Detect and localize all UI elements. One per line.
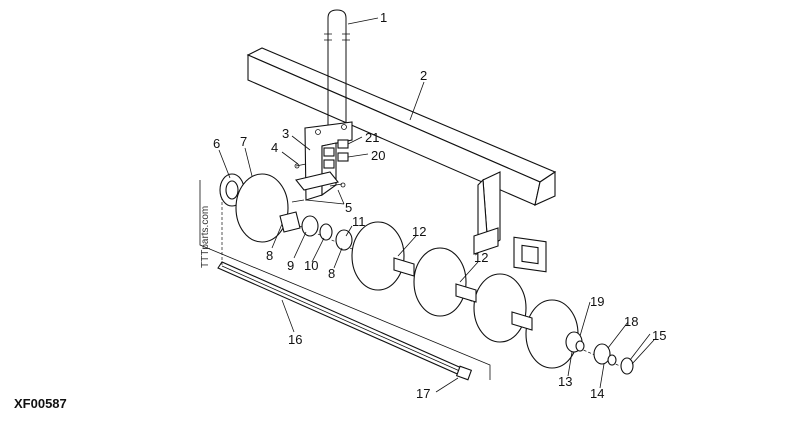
figure-code: XF00587 (14, 396, 67, 411)
end-cap (455, 365, 473, 381)
callout-13: 13 (558, 374, 572, 389)
callout-4: 4 (271, 140, 278, 155)
callout-8b: 8 (328, 266, 335, 281)
callout-17: 17 (416, 386, 430, 401)
callout-12b: 12 (474, 250, 488, 265)
disc-blades (235, 173, 579, 369)
callout-12a: 12 (412, 224, 426, 239)
callout-10: 10 (304, 258, 318, 273)
callout-19: 19 (590, 294, 604, 309)
callout-2: 2 (420, 68, 427, 83)
callout-9: 9 (287, 258, 294, 273)
callout-5: 5 (345, 200, 352, 215)
callout-11: 11 (352, 214, 366, 229)
callout-3: 3 (282, 126, 289, 141)
callout-6: 6 (213, 136, 220, 151)
end-washers (565, 331, 655, 375)
callout-18: 18 (624, 314, 638, 329)
callout-20: 20 (371, 148, 385, 163)
callout-14: 14 (590, 386, 604, 401)
callout-15: 15 (652, 328, 666, 343)
frame-bar (246, 47, 557, 273)
callout-8: 8 (266, 248, 273, 263)
u-bolt (324, 9, 350, 132)
callout-7: 7 (240, 134, 247, 149)
nuts-20-21 (337, 139, 349, 162)
spacers (279, 211, 533, 331)
callout-labels: 1 2 3 4 5 6 7 8 9 10 8 11 12 12 13 14 15… (213, 10, 666, 401)
callout-1: 1 (380, 10, 387, 25)
callout-16: 16 (288, 332, 302, 347)
leader-lines (218, 17, 651, 393)
rear-bracket (473, 171, 501, 255)
bolts (291, 163, 346, 203)
callout-21: 21 (365, 130, 379, 145)
watermark: TTTparts.com (200, 206, 211, 268)
